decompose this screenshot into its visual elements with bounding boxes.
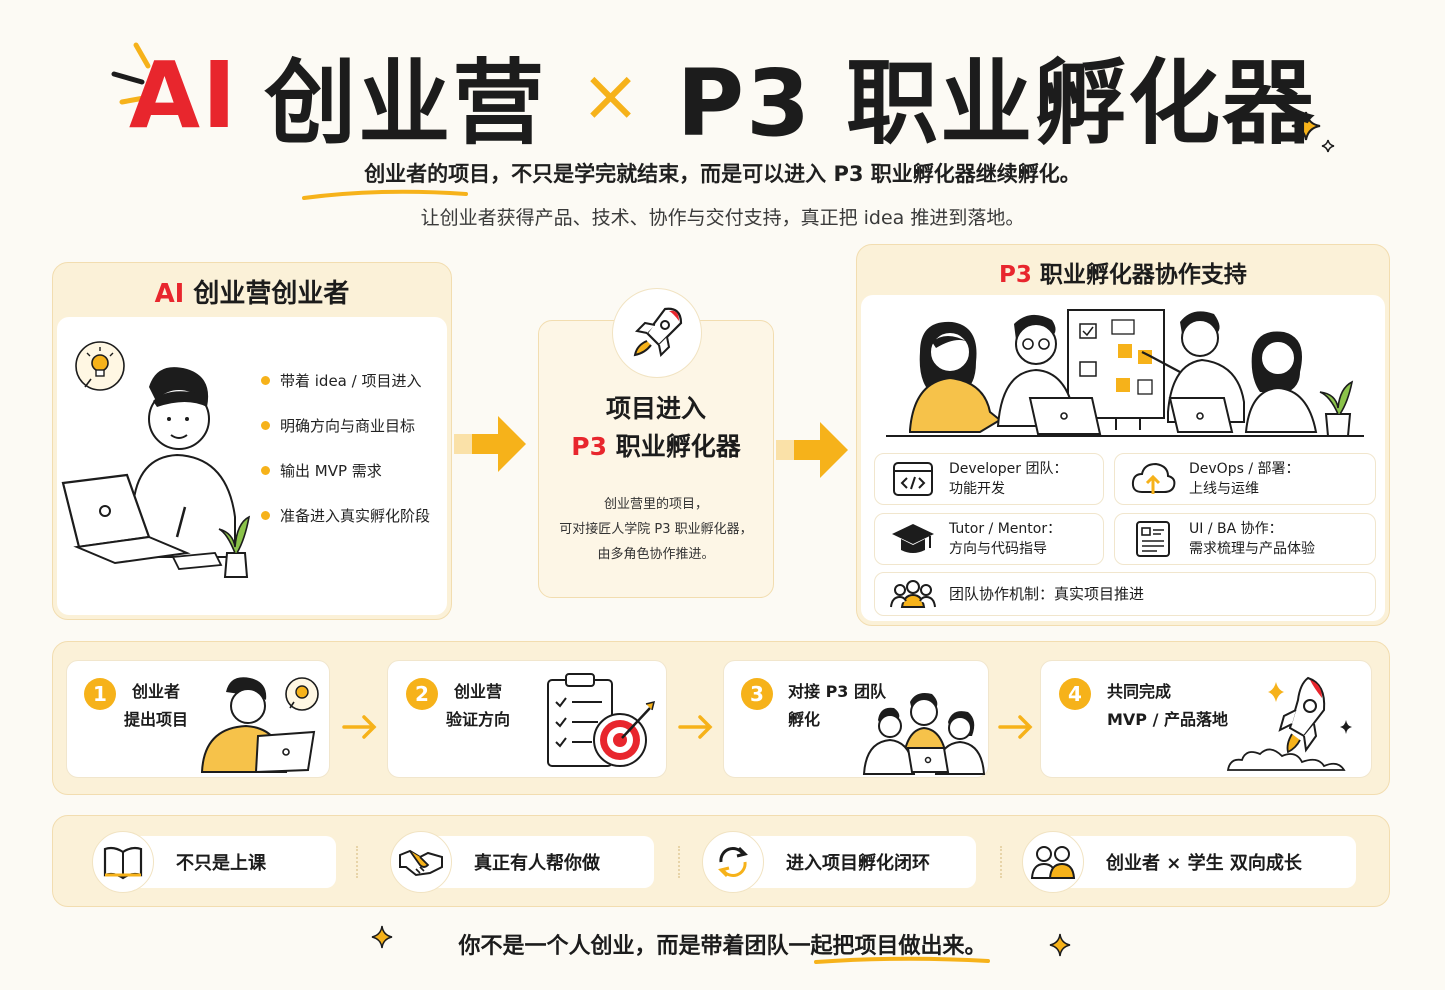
footer-slogan: 你不是一个人创业，而是带着团队一起把项目做出来。 bbox=[458, 934, 987, 959]
cloud-upload-icon bbox=[1129, 459, 1177, 499]
book-icon bbox=[92, 831, 154, 893]
code-icon bbox=[889, 459, 937, 499]
step-number: 4 bbox=[1059, 678, 1091, 710]
team-icon bbox=[889, 574, 937, 614]
feature-item-4: 创业者 × 学生 双向成长 bbox=[1022, 831, 1356, 893]
left-panel: AI 创业营创业者 带着 idea / 项目 bbox=[52, 262, 452, 620]
arrow-right-icon bbox=[678, 715, 713, 739]
cycle-icon bbox=[702, 831, 764, 893]
role-card-tutor: Tutor / Mentor：方向与代码指导 bbox=[874, 513, 1104, 565]
title-right: P3 职业孵化器 bbox=[676, 49, 1317, 157]
sparkle-icon bbox=[1049, 933, 1071, 957]
lightbulb-icon bbox=[75, 341, 125, 391]
rocket-icon bbox=[633, 307, 683, 358]
arrow-right-icon bbox=[998, 715, 1033, 739]
team-mechanism-card: 团队协作机制：真实项目推进 bbox=[874, 572, 1376, 616]
step-text: 创业者 提出项目 bbox=[124, 682, 189, 729]
divider bbox=[356, 846, 358, 878]
handshake-icon bbox=[390, 831, 452, 893]
role-card-ui-ba: UI / BA 协作：需求梳理与产品体验 bbox=[1114, 513, 1376, 565]
underline-swoosh bbox=[814, 956, 990, 964]
bullet-item: 准备进入真实孵化阶段 bbox=[261, 504, 430, 526]
right-panel-title: P3 职业孵化器协作支持 bbox=[999, 262, 1247, 288]
bullet-item: 输出 MVP 需求 bbox=[261, 459, 430, 481]
rocket-launch-icon bbox=[1226, 676, 1352, 771]
underline-swoosh bbox=[302, 189, 468, 200]
step-text: 共同完成 MVP / 产品落地 bbox=[1107, 682, 1229, 729]
arrow-right-icon bbox=[776, 422, 848, 478]
people-icon bbox=[1022, 831, 1084, 893]
step-number: 3 bbox=[741, 678, 773, 710]
step-number: 2 bbox=[406, 678, 438, 710]
founder-illustration bbox=[61, 367, 251, 578]
title-left: 创业营 bbox=[264, 49, 547, 157]
step-number: 1 bbox=[84, 678, 116, 710]
subtitle-line1: 创业者的项目，不只是学完就结束，而是可以进入 P3 职业孵化器继续孵化。 bbox=[364, 162, 1081, 186]
step-text: 创业营 验证方向 bbox=[446, 682, 511, 729]
middle-card-heading: 项目进入 P3 职业孵化器 bbox=[571, 394, 741, 461]
middle-card-desc: 创业营里的项目， 可对接匠人学院 P3 职业孵化器， 由多角色协作推进。 bbox=[559, 497, 753, 562]
main-title: AI 创业营 × P3 职业孵化器 bbox=[0, 40, 1445, 157]
sparkle-icon bbox=[1291, 111, 1335, 153]
divider bbox=[678, 846, 680, 878]
spark-lines-icon bbox=[111, 42, 151, 105]
role-card-developer: Developer 团队：功能开发 bbox=[874, 453, 1104, 505]
sparkle-icon bbox=[371, 925, 393, 949]
team-collaboration-illustration bbox=[886, 309, 1364, 437]
role-card-devops: DevOps / 部署：上线与运维 bbox=[1114, 453, 1376, 505]
document-icon bbox=[1129, 519, 1177, 559]
title-times: × bbox=[580, 53, 643, 137]
title-ai: AI bbox=[128, 41, 239, 149]
step-text: 对接 P3 团队 孵化 bbox=[788, 682, 887, 729]
feature-item-1: 不只是上课 bbox=[92, 831, 336, 893]
feature-item-3: 进入项目孵化闭环 bbox=[702, 831, 976, 893]
left-panel-inner: 带着 idea / 项目进入 明确方向与商业目标 输出 MVP 需求 准备进入真… bbox=[57, 317, 447, 615]
checklist-target-icon bbox=[547, 673, 656, 767]
left-bullets: 带着 idea / 项目进入 明确方向与商业目标 输出 MVP 需求 准备进入真… bbox=[261, 369, 430, 526]
arrow-right-icon bbox=[454, 416, 526, 472]
rocket-badge bbox=[612, 288, 702, 378]
team-laptop-illustration bbox=[862, 693, 986, 775]
divider bbox=[1000, 846, 1002, 878]
feature-item-2: 真正有人帮你做 bbox=[390, 831, 654, 893]
bullet-item: 明确方向与商业目标 bbox=[261, 414, 430, 436]
subtitle-line2: 让创业者获得产品、技术、协作与交付支持，真正把 idea 推进到落地。 bbox=[420, 207, 1025, 229]
founder-laptop-illustration bbox=[200, 677, 319, 774]
left-panel-title: AI 创业营创业者 bbox=[154, 279, 350, 309]
bullet-item: 带着 idea / 项目进入 bbox=[261, 369, 430, 391]
graduation-cap-icon bbox=[889, 519, 937, 559]
arrow-right-icon bbox=[342, 715, 377, 739]
